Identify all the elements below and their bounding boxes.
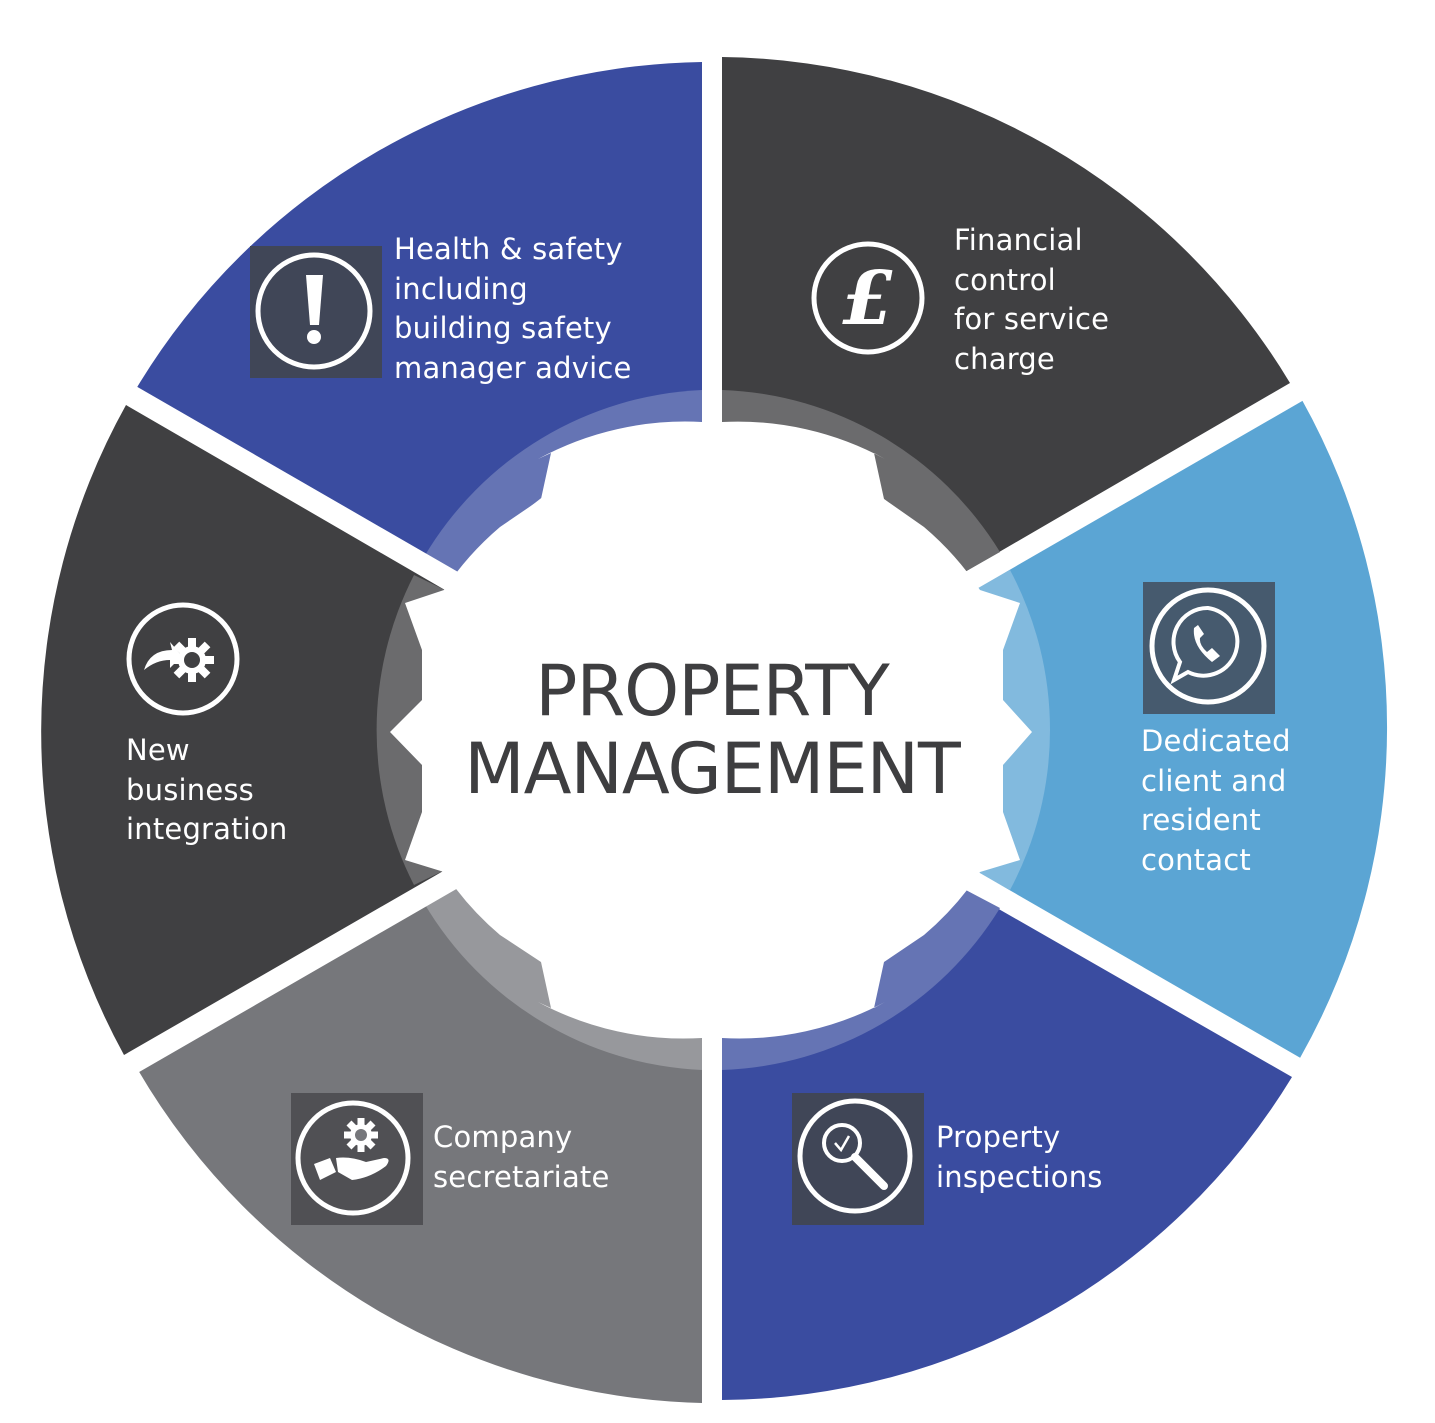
label-line: Dedicated (1141, 724, 1291, 758)
hand-gear-icon (291, 1093, 423, 1225)
center-title: PROPERTY MANAGEMENT (412, 652, 1012, 808)
label-property-inspections: Property inspections (936, 1118, 1103, 1197)
label-line: including (394, 271, 528, 306)
svg-text:£: £ (842, 256, 894, 342)
label-line: secretariate (433, 1159, 610, 1194)
label-line: charge (954, 341, 1055, 376)
center-core (424, 442, 1000, 1018)
magnifier-check-icon (792, 1093, 924, 1225)
label-company-secretariate: Company secretariate (433, 1118, 610, 1197)
label-line: manager advice (394, 350, 632, 385)
label-line: client and (1141, 763, 1287, 798)
label-line: Company (433, 1120, 573, 1154)
label-line: inspections (936, 1159, 1103, 1194)
segment-client-contact (972, 400, 1388, 1058)
label-line: integration (126, 812, 288, 846)
label-line: building safety (394, 311, 612, 345)
exclamation-icon (250, 246, 382, 378)
label-line: New (126, 733, 190, 767)
label-line: resident (1141, 803, 1261, 837)
label-health-safety: Health & safety including building safet… (394, 230, 632, 388)
label-new-business: New business integration (126, 731, 288, 850)
arrow-gear-icon (126, 602, 240, 716)
label-line: Health & safety (394, 232, 623, 266)
label-financial-control: Financial control for service charge (954, 221, 1109, 379)
label-line: contact (1141, 842, 1251, 877)
pound-sterling-icon: £ (811, 241, 925, 355)
label-client-contact: Dedicated client and resident contact (1141, 722, 1291, 880)
label-line: Financial (954, 223, 1083, 257)
label-line: Property (936, 1120, 1061, 1154)
label-line: for service (954, 302, 1110, 336)
center-title-line2: MANAGEMENT (464, 728, 961, 810)
label-line: business (126, 772, 254, 807)
center-title-line1: PROPERTY (535, 650, 889, 732)
label-line: control (954, 262, 1056, 297)
segment-new-business (41, 405, 445, 1055)
chat-phone-icon (1143, 582, 1275, 714)
